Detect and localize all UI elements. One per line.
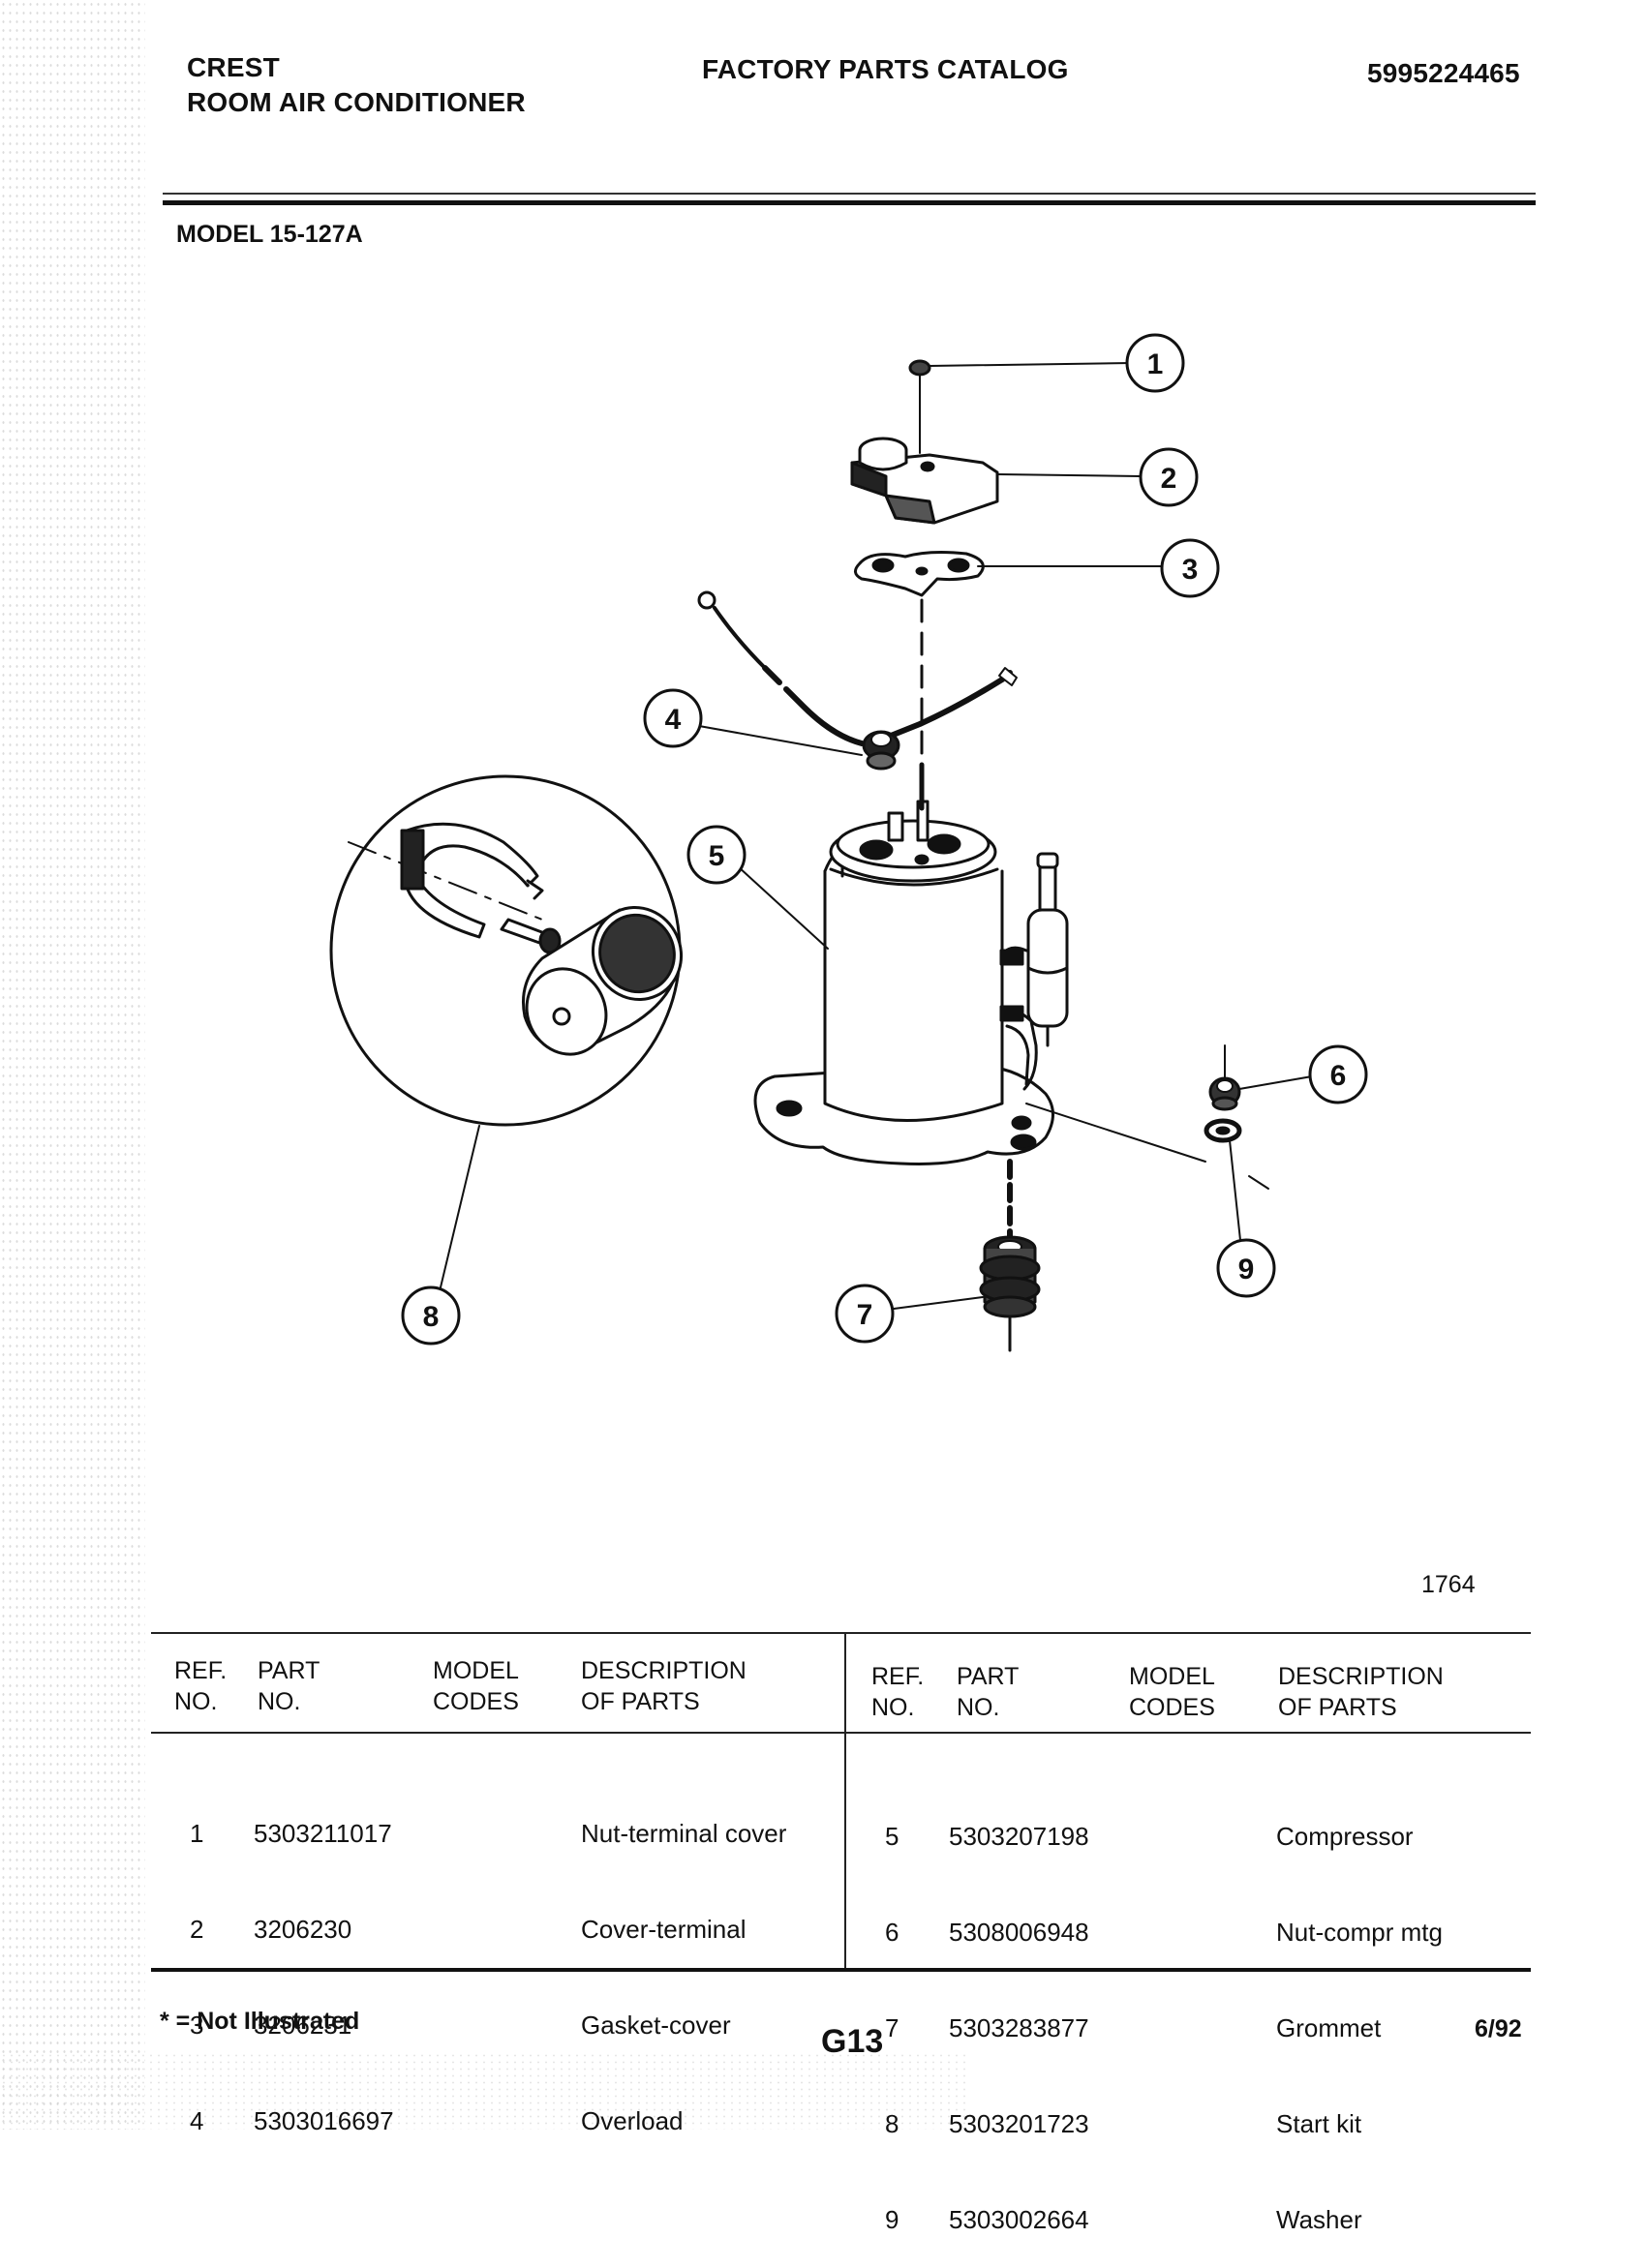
washer-part: [1204, 1118, 1242, 1143]
callout-4: 4: [665, 704, 682, 736]
callout-6: 6: [1330, 1060, 1347, 1092]
table-row-ref: 8: [885, 2109, 899, 2138]
table-row-ref: 9: [885, 2205, 899, 2234]
page-id: G13: [821, 2023, 884, 2060]
catalog-number: 5995224465: [1367, 58, 1520, 88]
table-row-part: 5303207198: [949, 1822, 1089, 1851]
table-row-ref: 5: [885, 1822, 899, 1851]
table-row-desc: Start kit: [1276, 2109, 1362, 2138]
catalog-title: FACTORY PARTS CATALOG: [702, 54, 1069, 84]
table-row-desc: Compressor: [1276, 1822, 1414, 1851]
not-illustrated-note: * = Not Illustrated: [160, 2008, 360, 2035]
header-model-codes-right: MODEL CODES: [1129, 1663, 1215, 1721]
table-bottom-rule: [151, 1968, 1531, 1972]
table-header-rule: [151, 1732, 1531, 1734]
header-ref-no-right: REF. NO.: [871, 1663, 925, 1721]
header-part-no: PART NO.: [258, 1657, 320, 1715]
scan-noise-bottom: [0, 2052, 968, 2130]
compressor-part: [753, 762, 1069, 1165]
callout-5: 5: [709, 840, 725, 872]
brand-block: CREST ROOM AIR CONDITIONER: [187, 50, 526, 120]
left-desc-column: Nut-terminal cover Cover-terminal Gasket…: [581, 1754, 786, 2169]
table-row-part: 3206231: [254, 2011, 352, 2040]
header-description: DESCRIPTION OF PARTS: [581, 1657, 747, 1715]
right-desc-column: Compressor Nut-compr mtg Grommet Start k…: [1276, 1757, 1443, 2268]
callout-1: 1: [1147, 348, 1164, 380]
table-row-ref: 2: [190, 1915, 204, 1944]
terminal-cover-part: [850, 437, 999, 525]
figure-number: 1764: [1421, 1571, 1476, 1598]
gasket-cover-part: [854, 551, 985, 597]
table-row-part: 5303283877: [949, 2013, 1089, 2042]
brand-name: CREST: [187, 52, 280, 82]
right-ref-column: 5 6 7 8 9: [885, 1757, 899, 2268]
table-row-ref: 6: [885, 1918, 899, 1947]
exploded-parts-diagram: 1 2 3 4 5 6 7 8 9: [329, 333, 1368, 1352]
table-row-part: 5303016697: [254, 2106, 394, 2135]
table-row-desc: Washer: [1276, 2205, 1362, 2234]
table-row-part: 3206230: [254, 1915, 352, 1944]
header-part-no-right: PART NO.: [957, 1663, 1020, 1721]
left-part-column: 5303211017 3206230 3206231 5303016697: [254, 1754, 394, 2169]
header-rule: [163, 200, 1536, 205]
left-ref-column: 1 2 3 4: [190, 1754, 203, 2169]
overload-part: [697, 590, 1018, 771]
callout-leaders: [698, 362, 1313, 1310]
table-row-desc: Overload: [581, 2106, 684, 2135]
table-row-desc: Grommet: [1276, 2013, 1382, 2042]
product-name: ROOM AIR CONDITIONER: [187, 87, 526, 117]
callout-3: 3: [1182, 554, 1199, 586]
table-row-desc: Gasket-cover: [581, 2011, 731, 2040]
table-row-ref: 4: [190, 2106, 204, 2135]
grommet-part: [979, 1159, 1041, 1352]
scan-noise-left: [0, 0, 145, 2130]
table-row-part: 5303211017: [254, 1819, 392, 1848]
table-row-desc: Nut-terminal cover: [581, 1819, 787, 1848]
header-rule-thin: [163, 193, 1536, 195]
table-divider: [844, 1634, 846, 1968]
callout-circles: [401, 333, 1368, 1346]
table-row-desc: Cover-terminal: [581, 1915, 747, 1944]
revision-date: 6/92: [1475, 2015, 1522, 2042]
table-top-rule: [151, 1632, 1531, 1634]
callout-9: 9: [1238, 1254, 1255, 1285]
header-description-right: DESCRIPTION OF PARTS: [1278, 1663, 1444, 1721]
nut-terminal-cover-part: [908, 359, 931, 454]
table-row-part: 5303201723: [949, 2109, 1089, 2138]
nut-compr-mtg-part: [1208, 1044, 1241, 1111]
table-row-ref: 1: [190, 1819, 204, 1848]
callout-7: 7: [857, 1299, 873, 1331]
start-kit-detail: [329, 774, 684, 1288]
table-row-part: 5303002664: [949, 2205, 1089, 2234]
callout-8: 8: [423, 1301, 440, 1333]
table-row-ref: 7: [885, 2013, 899, 2042]
table-row-desc: Nut-compr mtg: [1276, 1918, 1443, 1947]
model-label: MODEL 15-127A: [176, 221, 363, 248]
table-row-part: 5308006948: [949, 1918, 1089, 1947]
callout-2: 2: [1161, 463, 1177, 495]
header-ref-no: REF. NO.: [174, 1657, 228, 1715]
right-part-column: 5303207198 5308006948 5303283877 5303201…: [949, 1757, 1089, 2268]
table-row-ref: 3: [190, 2011, 204, 2040]
header-model-codes: MODEL CODES: [433, 1657, 519, 1715]
